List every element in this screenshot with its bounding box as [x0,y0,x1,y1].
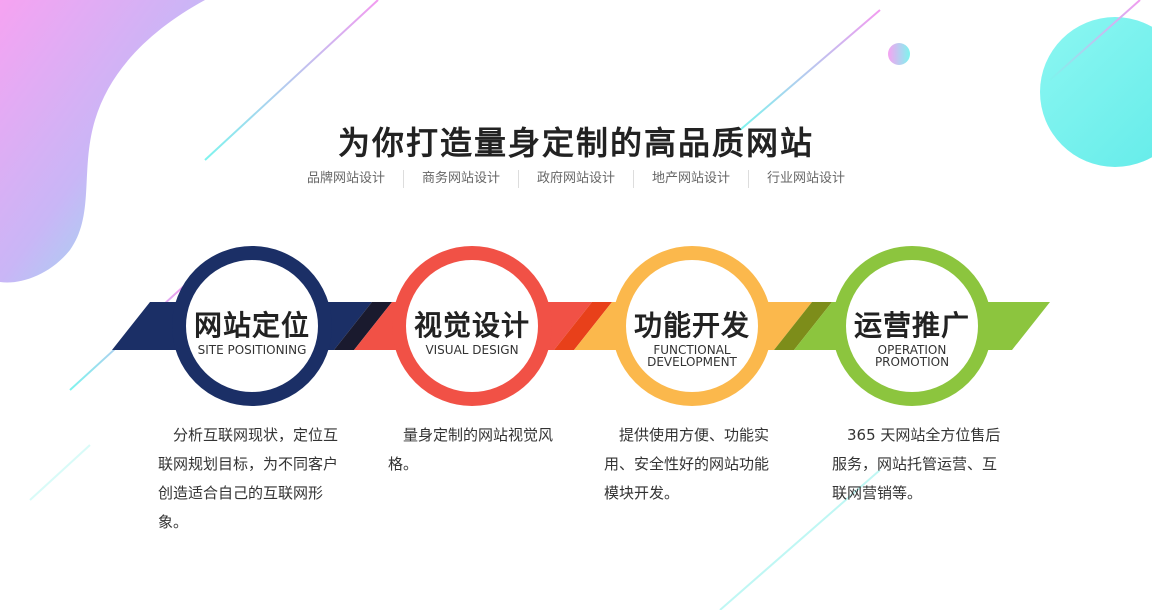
step-title: 网站定位 [193,309,310,342]
step-subtitle-line-2: DEVELOPMENT [647,355,737,369]
step-subtitle-line-1: FUNCTIONAL [653,343,731,357]
step-1-description: 分析互联网现状，定位互联网规划目标，为不同客户创造适合自己的互联网形象。 [158,426,339,531]
ring-visual-design [392,246,552,406]
ribbon-joint-1 [334,302,392,350]
step-3-description: 提供使用方便、功能实用、安全性好的网站功能模块开发。 [604,426,770,502]
step-subtitle-line-1: OPERATION [877,343,947,357]
top-right-blob [1040,17,1152,167]
ribbon-joint-3 [774,302,832,350]
step-title: 功能开发 [633,309,750,342]
step-subtitle-line-2: PROMOTION [874,355,950,369]
nav-link-realestate[interactable]: 地产网站设计 [633,170,748,188]
nav-link-brand[interactable]: 品牌网站设计 [306,171,385,186]
step-subtitle: VISUAL DESIGN [425,343,519,357]
top-left-blob [0,0,205,283]
ribbon-joint-2 [554,302,612,350]
step-3-label: 功能开发 FUNCTIONAL DEVELOPMENT [622,309,762,369]
step-title: 运营推广 [853,309,970,342]
nav-link-government[interactable]: 政府网站设计 [517,170,633,188]
ring-site-positioning [172,246,332,406]
ring-operation-promotion [832,246,992,406]
step-subtitle: SITE POSITIONING [197,343,307,357]
step-title: 视觉设计 [413,309,530,342]
step-4-label: 运营推广 OPERATION PROMOTION [842,309,982,369]
nav-link-business[interactable]: 商务网站设计 [402,170,518,188]
step-4-description: 365 天网站全方位售后服务，网站托管运营、互联网营销等。 [832,426,1001,502]
step-2-description: 量身定制的网站视觉风格。 [388,426,554,473]
step-1-label: 网站定位 SITE POSITIONING [182,309,322,357]
ring-functional-development [612,246,772,406]
step-2-label: 视觉设计 VISUAL DESIGN [402,309,542,357]
small-dot [888,43,910,65]
nav-link-industry[interactable]: 行业网站设计 [748,170,863,188]
category-nav: 品牌网站设计 商务网站设计 政府网站设计 地产网站设计 行业网站设计 [0,170,1152,188]
page-title: 为你打造量身定制的高品质网站 [337,124,814,162]
